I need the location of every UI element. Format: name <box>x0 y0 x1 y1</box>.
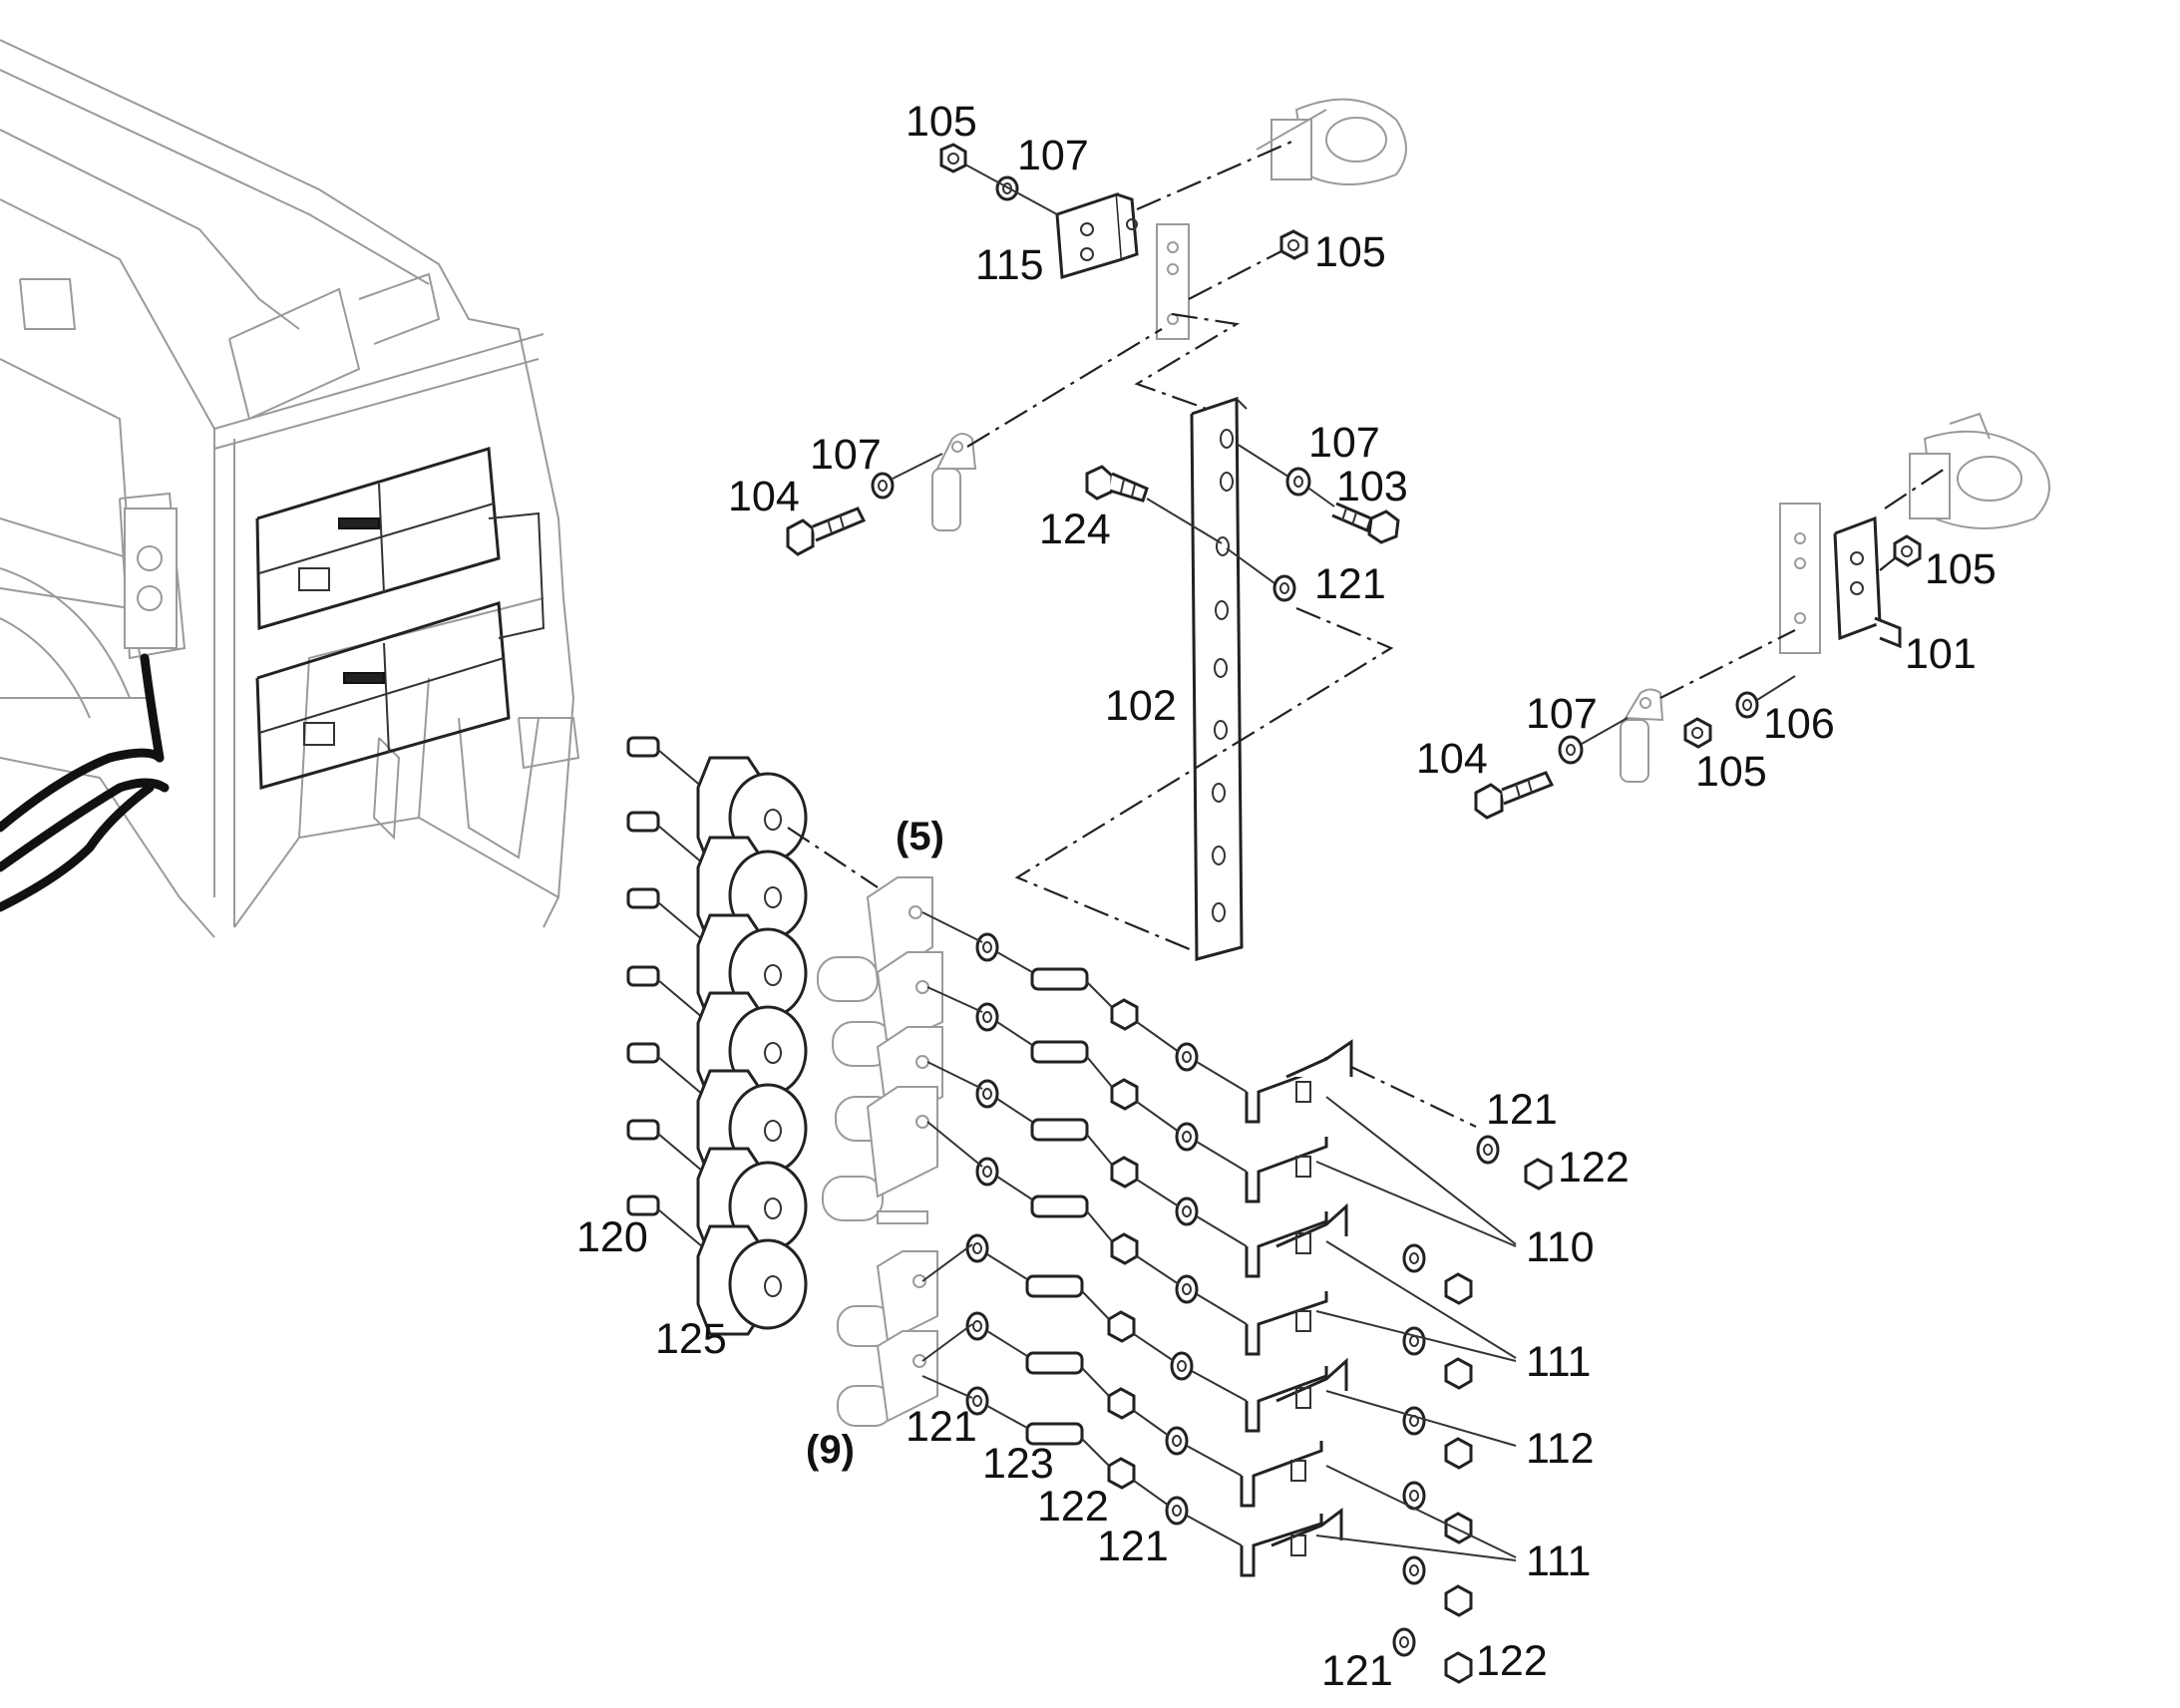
terminal-clips <box>1240 1039 1353 1577</box>
washer-106 <box>1735 691 1759 719</box>
callout-121-lower-left: 121 <box>906 1403 977 1451</box>
callout-122-bottom: 122 <box>1476 1637 1548 1685</box>
callout-123: 123 <box>982 1440 1054 1488</box>
bolt-124 <box>1085 465 1149 503</box>
bolt-103 <box>1331 502 1400 544</box>
callout-125: 125 <box>655 1315 727 1363</box>
cable-lug-right <box>1620 688 1664 783</box>
machine-frame <box>0 39 580 938</box>
washer-107-top <box>995 175 1019 201</box>
nut-105-right <box>1893 534 1922 567</box>
frame-cables <box>0 653 170 912</box>
callout-121-lower: 121 <box>1097 1523 1169 1570</box>
bolt-104-left <box>786 507 867 556</box>
washer-107-bar <box>1285 467 1311 497</box>
leader-lines <box>1315 1096 1517 1561</box>
washer-121-bar <box>1272 574 1296 602</box>
bus-bar-102 <box>1190 396 1248 961</box>
callout-101: 101 <box>1905 630 1977 678</box>
battery-switch-right <box>1909 412 2050 529</box>
callout-112: 112 <box>1526 1425 1595 1473</box>
washer-107-right <box>1558 735 1584 765</box>
callout-115: 115 <box>975 241 1044 289</box>
callout-103: 103 <box>1336 463 1408 511</box>
right-nuts <box>1392 1135 1553 1684</box>
battery-compartment <box>255 447 545 790</box>
hardware-rows <box>965 932 1199 1526</box>
callout-124: 124 <box>1039 506 1111 553</box>
callout-107-bar: 107 <box>1308 419 1380 467</box>
nut-105-right-low <box>1683 717 1712 749</box>
terminal-plate-right <box>1779 503 1821 654</box>
callout-120: 120 <box>576 1213 648 1261</box>
callout-122-right: 122 <box>1558 1144 1630 1192</box>
callout-labels: 105 107 115 105 107 104 107 103 124 121 … <box>576 98 1997 1695</box>
callout-111-lower: 111 <box>1526 1537 1591 1585</box>
callout-122-lower: 122 <box>1037 1483 1109 1531</box>
cable-lug-left <box>931 433 977 531</box>
bracket-115 <box>1055 191 1139 279</box>
callout-107-top: 107 <box>1017 132 1089 179</box>
insulators-125 <box>696 756 808 1336</box>
cable-lugs <box>817 876 943 1427</box>
callout-105-right: 105 <box>1925 545 1997 593</box>
callout-106: 106 <box>1763 700 1835 748</box>
callout-111-upper: 111 <box>1526 1338 1591 1386</box>
callout-105-top: 105 <box>906 98 977 146</box>
callout-104-left: 104 <box>728 473 800 520</box>
nut-105-top <box>939 143 967 173</box>
battery-switch-top <box>1256 98 1407 185</box>
callout-105-right-low: 105 <box>1695 748 1767 796</box>
callout-121-bottom: 121 <box>1321 1647 1393 1695</box>
callout-121-bar: 121 <box>1314 560 1386 608</box>
callout-107-left: 107 <box>810 431 882 479</box>
nut-105-right-top <box>1279 229 1308 260</box>
callout-105-top-right: 105 <box>1314 228 1386 276</box>
callout-102: 102 <box>1105 682 1177 730</box>
callout-121-right: 121 <box>1486 1086 1558 1134</box>
washer-107-left <box>871 472 895 500</box>
bracket-101 <box>1833 515 1902 649</box>
callout-107-right: 107 <box>1526 690 1598 738</box>
callout-104-right: 104 <box>1416 735 1488 783</box>
terminal-plate-top <box>1156 223 1190 340</box>
studs-120 <box>626 736 660 1216</box>
callout-9: (9) <box>806 1428 855 1472</box>
callout-5: (5) <box>896 815 944 858</box>
bolt-104-right <box>1474 771 1555 820</box>
callout-110: 110 <box>1526 1223 1595 1271</box>
